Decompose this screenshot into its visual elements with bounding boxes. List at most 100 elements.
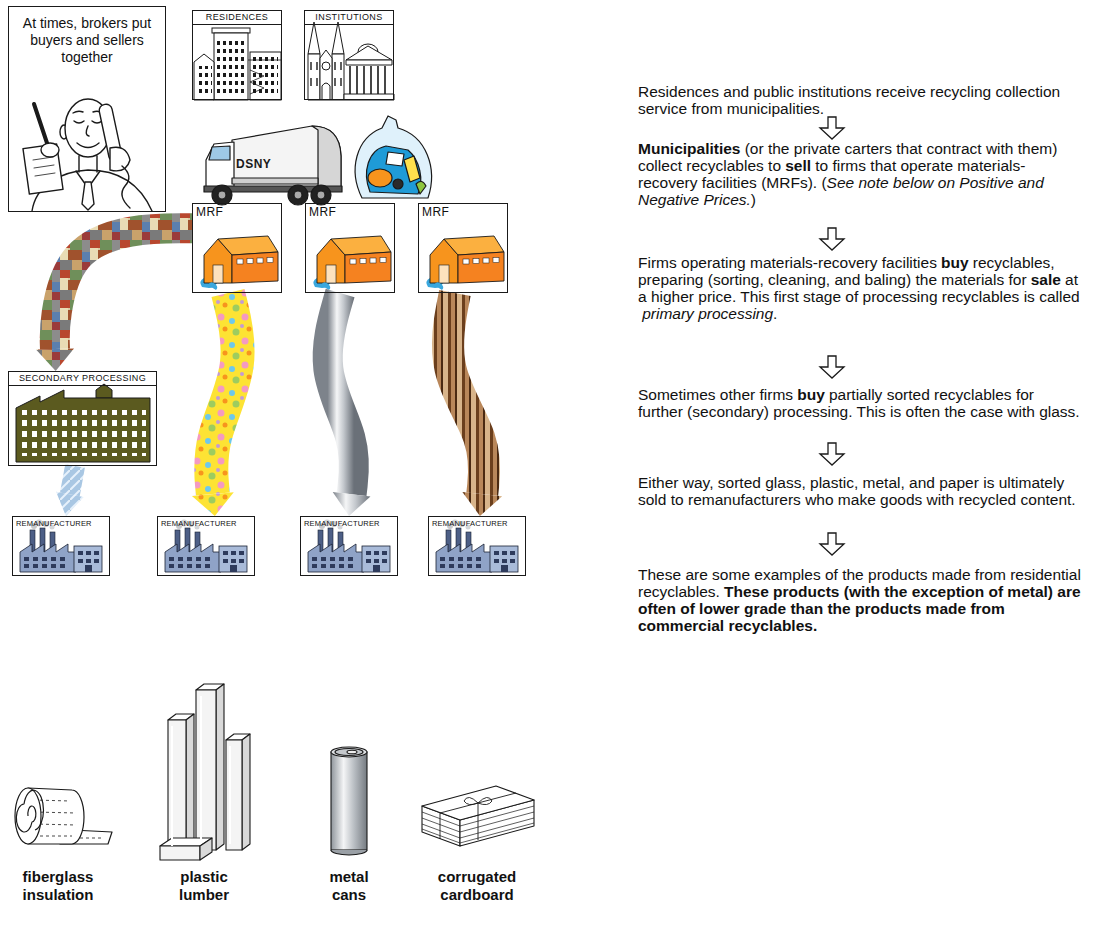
garbage-truck xyxy=(209,146,230,160)
cardboard-stack xyxy=(440,793,516,840)
node-label: REMANUFACTURER xyxy=(304,519,380,528)
arrow-head xyxy=(56,492,84,516)
broker-illustration xyxy=(23,99,152,211)
institutions-illustration xyxy=(322,83,330,100)
description-text: primary processing xyxy=(642,305,773,322)
institutions-illustration xyxy=(320,50,332,100)
mrf-building xyxy=(200,236,278,290)
institutions-illustration xyxy=(308,54,320,100)
node-label: SECONDARY PROCESSING xyxy=(9,372,156,386)
description-text: Municipalities xyxy=(638,140,741,157)
material-flow-ribbon xyxy=(70,466,75,494)
recycling-bag xyxy=(355,116,431,198)
broker-illustration xyxy=(34,104,48,146)
garbage-truck xyxy=(311,185,331,205)
institutions-illustration xyxy=(346,46,392,60)
description-paragraph: Firms operating materials-recovery facil… xyxy=(638,254,1083,322)
residences-illustration xyxy=(248,60,282,94)
broker-illustration xyxy=(73,111,103,113)
broker-illustration xyxy=(122,166,130,208)
cardboard-stack xyxy=(422,786,534,846)
insulation-roll xyxy=(80,838,104,839)
description-paragraph: Municipalities(or the private carters th… xyxy=(638,140,1083,208)
description-paragraph: Either way, sorted glass, plastic, metal… xyxy=(638,474,1083,508)
recycling-bag xyxy=(386,152,404,166)
residences-illustration xyxy=(217,37,245,95)
recycling-bag xyxy=(368,169,392,187)
node-label: REMANUFACTURER xyxy=(161,519,237,528)
flow-arrow xyxy=(820,228,844,250)
processing-plant xyxy=(16,390,150,462)
residences-illustration xyxy=(214,33,248,100)
description-text: Firms operating materials-recovery facil… xyxy=(638,254,937,271)
facility-box: MRF xyxy=(192,203,282,293)
remanufacturer-box: REMANUFACTURER xyxy=(12,516,110,576)
broker-box: At times, brokers put buyers and sellers… xyxy=(8,6,166,212)
mrf-building xyxy=(313,236,391,290)
garbage-truck xyxy=(288,185,308,205)
garbage-truck xyxy=(212,185,232,205)
cardboard-stack xyxy=(464,797,492,804)
garbage-truck xyxy=(206,142,234,190)
node-label: INSTITUTIONS xyxy=(305,11,393,25)
plastic-lumber xyxy=(168,720,186,852)
recycling-bag xyxy=(355,116,431,198)
remanufacturer-box: REMANUFACTURER xyxy=(157,516,255,576)
institutions-illustration xyxy=(322,62,330,70)
recycling-bag xyxy=(393,179,403,189)
source-box: INSTITUTIONS xyxy=(304,10,394,100)
material-flow-ribbon xyxy=(328,293,354,494)
plastic-lumber xyxy=(186,714,194,852)
institutions-illustration xyxy=(311,62,341,86)
metal-can xyxy=(331,850,367,855)
residences-illustration xyxy=(194,54,214,100)
insulation-roll xyxy=(15,788,112,844)
recycling-bag xyxy=(416,181,426,194)
description-text: ) xyxy=(751,191,756,208)
institutions-illustration xyxy=(308,22,394,100)
broker-illustration xyxy=(110,147,130,171)
institutions-illustration xyxy=(332,54,344,100)
node-label: MRF xyxy=(309,205,336,219)
flow-arrow xyxy=(820,443,844,465)
description-paragraph: Residences and public institutions recei… xyxy=(638,83,1083,117)
node-label: At times, brokers put buyers and sellers… xyxy=(21,15,153,66)
description-text: sale xyxy=(1031,271,1061,288)
arrow-head xyxy=(333,492,371,516)
broker-illustration xyxy=(82,182,94,210)
broker-illustration xyxy=(23,144,63,194)
institutions-illustration xyxy=(332,22,344,54)
description-text: sell xyxy=(785,157,811,174)
metal-can xyxy=(335,749,363,756)
product-name: corrugated cardboard xyxy=(438,868,516,904)
material-flow-arrow xyxy=(192,293,238,516)
garbage-truck xyxy=(204,126,342,205)
material-flow-ribbon xyxy=(448,293,484,494)
metal-can xyxy=(331,752,367,850)
recycling-bag xyxy=(367,146,421,194)
processing-box: SECONDARY PROCESSING xyxy=(8,371,157,466)
institutions-illustration xyxy=(308,22,320,54)
flow-arrow xyxy=(820,117,844,139)
node-label: MRF xyxy=(196,205,223,219)
garbage-truck xyxy=(232,126,341,188)
broker-illustration xyxy=(74,121,102,123)
material-flow-arrow xyxy=(448,293,502,516)
material-flow-arrow xyxy=(36,228,192,371)
processing-plant xyxy=(96,384,112,398)
flow-arrow xyxy=(820,533,844,555)
arrow-head xyxy=(192,492,234,516)
description-text: buy xyxy=(941,254,969,271)
plastic-lumber xyxy=(196,690,216,850)
connector-group xyxy=(36,228,502,516)
broker-illustration xyxy=(33,157,55,176)
node-label: RESIDENCES xyxy=(193,11,281,25)
node-label: REMANUFACTURER xyxy=(16,519,92,528)
metal-can xyxy=(331,747,367,855)
garbage-truck xyxy=(294,191,302,199)
facility-box: MRF xyxy=(418,203,508,293)
facility-box: MRF xyxy=(305,203,395,293)
plastic-lumber xyxy=(160,846,200,860)
